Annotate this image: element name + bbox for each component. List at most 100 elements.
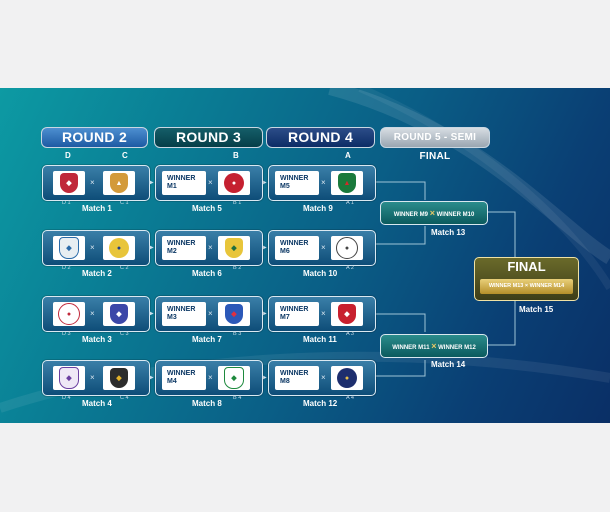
seed-label: C 4 bbox=[120, 395, 129, 401]
team-d2-slot: ◆ bbox=[53, 236, 85, 260]
arrow-right-icon: ▶ bbox=[149, 180, 154, 186]
team-b1-slot: ● bbox=[218, 171, 250, 195]
seed-label: D 4 bbox=[62, 395, 71, 401]
round-crest-icon: ● bbox=[337, 368, 357, 388]
final-pairing: WINNER M13 × WINNER M14 bbox=[480, 279, 573, 294]
versus-icon: × bbox=[208, 373, 213, 382]
match-3-card[interactable]: ● × ◆ bbox=[42, 296, 150, 332]
arrow-right-icon: ▶ bbox=[262, 245, 267, 251]
match-label: Match 1 bbox=[82, 204, 112, 213]
seed-label: C 1 bbox=[120, 200, 129, 206]
arrow-right-icon: ▶ bbox=[262, 311, 267, 317]
match-label: Match 10 bbox=[303, 269, 338, 278]
match-label: Match 2 bbox=[82, 269, 112, 278]
arrow-right-icon: ▶ bbox=[262, 375, 267, 381]
team-c2-slot: ● bbox=[103, 236, 135, 260]
team-a1-slot: ▲ bbox=[331, 171, 363, 195]
round-crest-icon: ● bbox=[336, 237, 358, 259]
versus-icon: × bbox=[431, 341, 437, 351]
versus-icon: × bbox=[321, 373, 326, 382]
versus-icon: × bbox=[90, 373, 95, 382]
shield-icon: ◆ bbox=[224, 367, 244, 389]
semi-right-label: WINNER M12 bbox=[438, 345, 476, 351]
match-4-card[interactable]: ◆ × ◆ bbox=[42, 360, 150, 396]
match-label: Match 7 bbox=[192, 335, 222, 344]
versus-icon: × bbox=[90, 309, 95, 318]
castle-icon: ▲ bbox=[110, 173, 128, 193]
match-label: Match 14 bbox=[431, 360, 466, 369]
versus-icon: × bbox=[321, 309, 326, 318]
shield-icon: ▲ bbox=[338, 173, 356, 193]
semi-right-label: WINNER M10 bbox=[436, 212, 475, 218]
versus-icon: × bbox=[208, 178, 213, 187]
bracket-panel: ROUND 2 ROUND 3 ROUND 4 ROUND 5 - SEMI F… bbox=[0, 88, 610, 423]
group-label-a: A bbox=[345, 151, 351, 160]
group-label-d: D bbox=[65, 151, 71, 160]
match-label: Match 4 bbox=[82, 399, 112, 408]
versus-icon: × bbox=[321, 243, 326, 252]
match-label: Match 6 bbox=[192, 269, 222, 278]
team-b3-slot: ◆ bbox=[218, 302, 250, 326]
round-crest-icon: ● bbox=[109, 238, 129, 258]
match-label: Match 12 bbox=[303, 399, 338, 408]
seed-label: D 1 bbox=[62, 200, 71, 206]
versus-icon: × bbox=[321, 178, 326, 187]
seed-label: C 2 bbox=[120, 265, 129, 271]
seed-label: D 2 bbox=[62, 265, 71, 271]
group-label-c: C bbox=[122, 151, 128, 160]
match-label: Match 9 bbox=[303, 204, 333, 213]
round-3-header: ROUND 3 bbox=[154, 127, 263, 148]
seed-label: B 4 bbox=[233, 395, 242, 401]
round-4-header: ROUND 4 bbox=[266, 127, 375, 148]
final-card[interactable]: FINAL WINNER M13 × WINNER M14 bbox=[474, 257, 579, 301]
seed-label: A 1 bbox=[346, 200, 354, 206]
shield-icon: ◆ bbox=[110, 304, 128, 324]
group-label-b: B bbox=[233, 151, 239, 160]
team-d4-slot: ◆ bbox=[53, 366, 85, 390]
arrow-right-icon: ▶ bbox=[262, 180, 267, 186]
team-a3-slot: ◆ bbox=[331, 302, 363, 326]
shield-icon: ◆ bbox=[110, 368, 128, 388]
semi-final-1-card[interactable]: WINNER M9 × WINNER M10 bbox=[380, 201, 488, 225]
team-d3-slot: ● bbox=[53, 302, 85, 326]
round-2-header: ROUND 2 bbox=[41, 127, 148, 148]
seed-label: A 2 bbox=[346, 265, 354, 271]
seed-label: B 1 bbox=[233, 200, 242, 206]
seed-label: B 3 bbox=[233, 331, 242, 337]
round-crest-icon: ● bbox=[58, 303, 80, 325]
semi-final-2-card[interactable]: WINNER M11 × WINNER M12 bbox=[380, 334, 488, 358]
team-c4-slot: ◆ bbox=[103, 366, 135, 390]
team-c3-slot: ◆ bbox=[103, 302, 135, 326]
match-1-card[interactable]: ◆ × ▲ bbox=[42, 165, 150, 201]
versus-icon: × bbox=[90, 178, 95, 187]
team-a4-slot: ● bbox=[331, 366, 363, 390]
shield-icon: ◆ bbox=[225, 238, 243, 258]
team-c1-slot: ▲ bbox=[103, 171, 135, 195]
versus-icon: × bbox=[90, 243, 95, 252]
versus-icon: × bbox=[208, 309, 213, 318]
match-label: Match 3 bbox=[82, 335, 112, 344]
arrow-right-icon: ▶ bbox=[149, 311, 154, 317]
semi-left-label: WINNER M11 bbox=[392, 345, 430, 351]
arrow-right-icon: ▶ bbox=[149, 245, 154, 251]
match-label: Match 8 bbox=[192, 399, 222, 408]
match-label: Match 13 bbox=[431, 228, 466, 237]
match-2-card[interactable]: ◆ × ● bbox=[42, 230, 150, 266]
round-5-header: ROUND 5 - SEMI FINAL bbox=[380, 127, 490, 162]
match-label: Match 15 bbox=[519, 305, 554, 314]
team-b4-slot: ◆ bbox=[218, 366, 250, 390]
arrow-right-icon: ▶ bbox=[149, 375, 154, 381]
